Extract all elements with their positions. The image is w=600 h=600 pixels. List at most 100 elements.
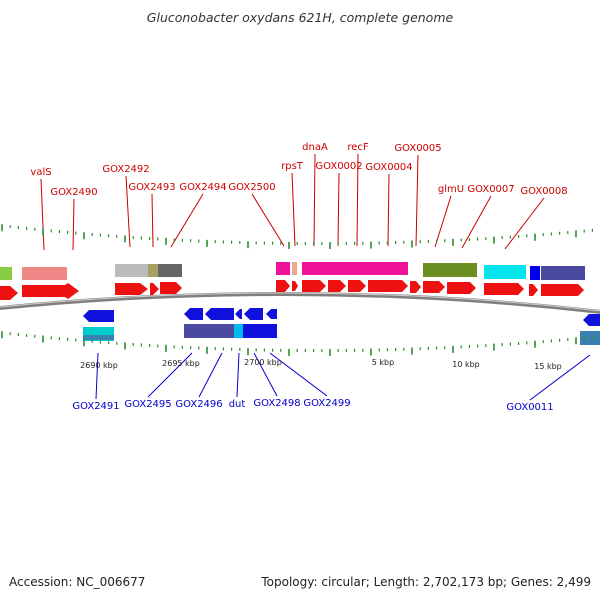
scale-label: 2700 kbp [244,358,282,367]
gene-label-gox2493: GOX2493 [128,182,175,193]
leader-line [387,173,390,247]
gene-label-gox0005: GOX0005 [394,143,441,154]
gene-arrow-reverse [235,309,242,319]
feature-block [484,265,526,279]
gene-label-glmu: glmU [438,184,464,195]
gene-arrow-forward [22,283,79,299]
gene-arrow-forward [410,281,421,293]
feature-block [158,264,182,277]
leader-line [461,195,492,249]
leader-line [236,352,240,398]
feature-block [148,264,158,277]
feature-block [367,262,408,275]
feature-block [580,331,600,345]
gene-arrow-reverse [184,308,203,320]
feature-block [423,263,477,277]
gene-arrow-forward [160,282,182,294]
feature-block [530,266,540,280]
gene-label-gox0004: GOX0004 [365,162,412,173]
forward-gene-arrows [0,280,584,300]
feature-block [115,264,148,277]
forward-feature-track [0,262,585,280]
feature-block [234,324,243,338]
scale-label: 2690 kbp [80,361,118,370]
scale-label: 5 kbp [372,358,394,367]
gene-arrow-forward [484,283,524,295]
leader-line [291,172,296,247]
gene-label-gox0007: GOX0007 [467,184,514,195]
gene-label-gox0011: GOX0011 [506,402,553,413]
feature-block [302,262,327,275]
leader-line [170,193,204,248]
genome-backbone-highlight [0,292,600,312]
leader-line [40,178,45,251]
gene-arrow-forward [292,281,298,291]
gene-arrow-forward [0,286,18,300]
leader-line [72,198,75,251]
feature-block [327,262,347,275]
feature-block [347,262,367,275]
feature-block [541,266,585,280]
leader-line [95,352,99,400]
genome-summary: Topology: circular; Length: 2,702,173 bp… [261,575,591,589]
leader-line [529,354,591,401]
leader-line [147,352,193,398]
gene-arrow-forward [302,280,326,292]
gene-arrow-reverse [205,308,234,320]
gene-label-dnaa: dnaA [302,142,328,153]
gene-label-dut: dut [229,399,246,410]
gene-label-gox2495: GOX2495 [124,399,171,410]
gene-arrow-forward [529,284,538,296]
feature-block [243,324,277,338]
gene-arrow-forward [150,283,159,295]
gene-label-gox2500: GOX2500 [228,182,275,193]
feature-block [0,267,12,280]
inner-tick-ring [1,331,594,357]
gene-label-gox2490: GOX2490 [50,187,97,198]
scale-label: 10 kbp [452,360,480,369]
gene-label-recf: recF [347,142,369,153]
feature-block [276,262,290,275]
gene-label-gox0008: GOX0008 [520,186,567,197]
leader-line [337,172,340,247]
genome-backbone [0,291,600,314]
gene-label-gox2499: GOX2499 [303,398,350,409]
gene-arrow-forward [348,280,366,292]
accession-label: Accession: NC_006677 [9,575,146,589]
feature-block [83,335,114,340]
leader-line [198,352,223,398]
feature-block [22,267,67,280]
gene-arrow-reverse [583,314,600,326]
gene-arrow-forward [368,280,408,292]
leader-line [415,154,419,247]
gene-label-gox2498: GOX2498 [253,398,300,409]
map-title: Gluconobacter oxydans 621H, complete gen… [146,10,454,25]
gene-arrow-forward [328,280,346,292]
gene-arrow-reverse [83,310,114,322]
reverse-gene-arrows [83,308,600,326]
gene-label-gox2494: GOX2494 [179,182,226,193]
outer-tick-ring [1,224,594,250]
reverse-feature-track [83,324,600,345]
leader-line [356,153,359,247]
gene-label-gox2491: GOX2491 [72,401,119,412]
leader-line [151,193,154,248]
gene-arrow-reverse [266,309,277,319]
feature-block [206,324,234,338]
gene-label-gox2492: GOX2492 [102,164,149,175]
leader-line [125,175,131,248]
scale-label: 2695 kbp [162,359,200,368]
gene-label-vals: valS [30,167,51,178]
leader-line [251,193,285,247]
leader-line [269,352,328,397]
gene-arrow-forward [115,283,148,295]
gene-label-gox0002: GOX0002 [315,161,362,172]
leader-line [434,195,452,248]
gene-label-gox2496: GOX2496 [175,399,222,410]
feature-block [292,262,297,275]
leader-line [313,153,316,247]
